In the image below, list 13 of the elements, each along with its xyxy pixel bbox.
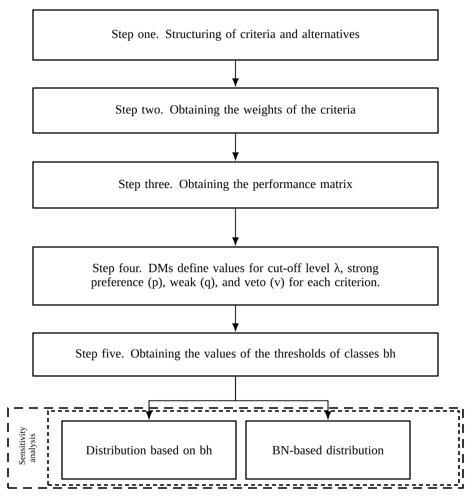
step-box: BN-based distribution <box>245 420 411 480</box>
arrow <box>232 133 239 160</box>
arrow <box>232 60 239 86</box>
step-box: Step five. Obtaining the values of the thresholds of classes bh <box>32 332 439 377</box>
step-box: Step three. Obtaining the performance matrix <box>32 161 439 209</box>
dashed-group-box <box>47 410 460 486</box>
step-box: Step two. Obtaining the weights of the criteria <box>32 87 439 134</box>
step-box: Step four. DMs define values for cut-off level λ, strong preference (p), weak (q), and veto (v) for each criterion. <box>32 246 439 306</box>
step-box: Distribution based on bh <box>61 420 237 480</box>
arrow <box>235 376 332 419</box>
step-box: Step one. Structuring of criteria and alternatives <box>32 9 439 61</box>
arrow <box>232 208 239 245</box>
arrow <box>232 305 239 331</box>
